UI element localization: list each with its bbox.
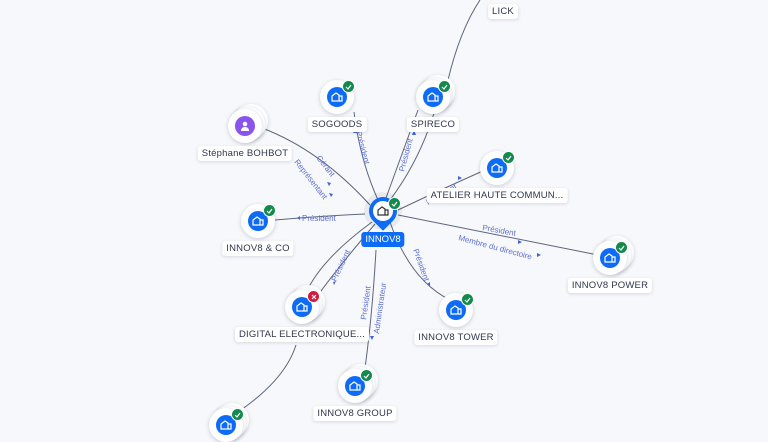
edge-label-sogoods: Président [354, 130, 372, 166]
edge-text-digital: Président [330, 248, 353, 283]
check-icon [615, 241, 628, 254]
check-icon [263, 204, 276, 217]
arrow-atelier [458, 176, 462, 180]
edge-spireco-lick[interactable] [447, 0, 481, 81]
edge-label-digital: Président [330, 248, 353, 283]
building-icon [216, 415, 236, 435]
building-icon [423, 87, 443, 107]
edge-text-spireco: Président [397, 137, 415, 173]
edge-text-innov8co: Président [302, 214, 337, 223]
edge-label-innov8co: Président [302, 214, 337, 223]
check-icon [461, 293, 474, 306]
edge-bohbot-center[interactable] [261, 127, 371, 206]
edge-text-group-2: Administrateur [372, 282, 388, 335]
edge-label-spireco: Président [397, 137, 415, 173]
node-disc[interactable] [285, 290, 319, 324]
node-disc[interactable] [228, 109, 262, 143]
node-label-tower[interactable]: INNOV8 TOWER [414, 330, 498, 345]
node-label-digital[interactable]: DIGITAL ELECTRONIQUE... [234, 327, 370, 342]
edge-center-innov8co[interactable] [274, 213, 366, 221]
edge-label-tower: Président [411, 248, 431, 284]
arrow-innov8co [297, 216, 300, 220]
node-label-innov8co[interactable]: INNOV8 & CO [222, 241, 294, 256]
node-label-group[interactable]: INNOV8 GROUP [313, 406, 397, 421]
edge-center-power[interactable] [397, 214, 599, 256]
check-icon [438, 80, 451, 93]
arrow-power-2 [537, 253, 541, 257]
arrow-tower [427, 282, 430, 287]
node-label-bohbot[interactable]: Stéphane BOHBOT [197, 146, 293, 161]
arrow-bohbot-2 [329, 193, 333, 197]
building-icon [446, 300, 466, 320]
check-icon [502, 151, 515, 164]
node-label-power[interactable]: INNOV8 POWER [567, 278, 653, 293]
center-label[interactable]: INNOV8 [361, 232, 405, 247]
building-icon [292, 297, 312, 317]
arrow-spireco [412, 130, 416, 135]
check-icon [342, 80, 355, 93]
edge-text-sogoods: Président [354, 130, 372, 166]
building-icon [248, 211, 268, 231]
person-icon [235, 116, 255, 136]
arrow-power-1 [518, 240, 522, 244]
node-label-sogoods[interactable]: SOGOODS [307, 117, 367, 132]
check-icon [231, 408, 244, 421]
building-icon [600, 248, 620, 268]
node-label-lick[interactable]: LICK [488, 4, 518, 19]
building-icon [327, 87, 347, 107]
node-disc[interactable] [320, 80, 354, 114]
edge-text-bohbot-1: Gérant [314, 154, 337, 179]
close-icon [307, 290, 320, 303]
building-icon [345, 376, 365, 396]
edge-bottomleft-digital[interactable] [237, 344, 297, 413]
node-label-atelier[interactable]: ATELIER HAUTE COMMUN... [426, 188, 568, 203]
edge-center-group[interactable] [363, 249, 377, 376]
edge-text-tower: Président [411, 248, 431, 284]
building-icon [487, 158, 507, 178]
arrow-digital [333, 281, 336, 285]
edge-text-power-2: Membre du directoire [457, 233, 533, 261]
check-icon [388, 197, 401, 210]
arrow-bohbot-1 [327, 182, 331, 186]
node-label-spireco[interactable]: SPIRECO [406, 117, 460, 132]
arrow-group [370, 336, 374, 340]
check-icon [360, 369, 373, 382]
